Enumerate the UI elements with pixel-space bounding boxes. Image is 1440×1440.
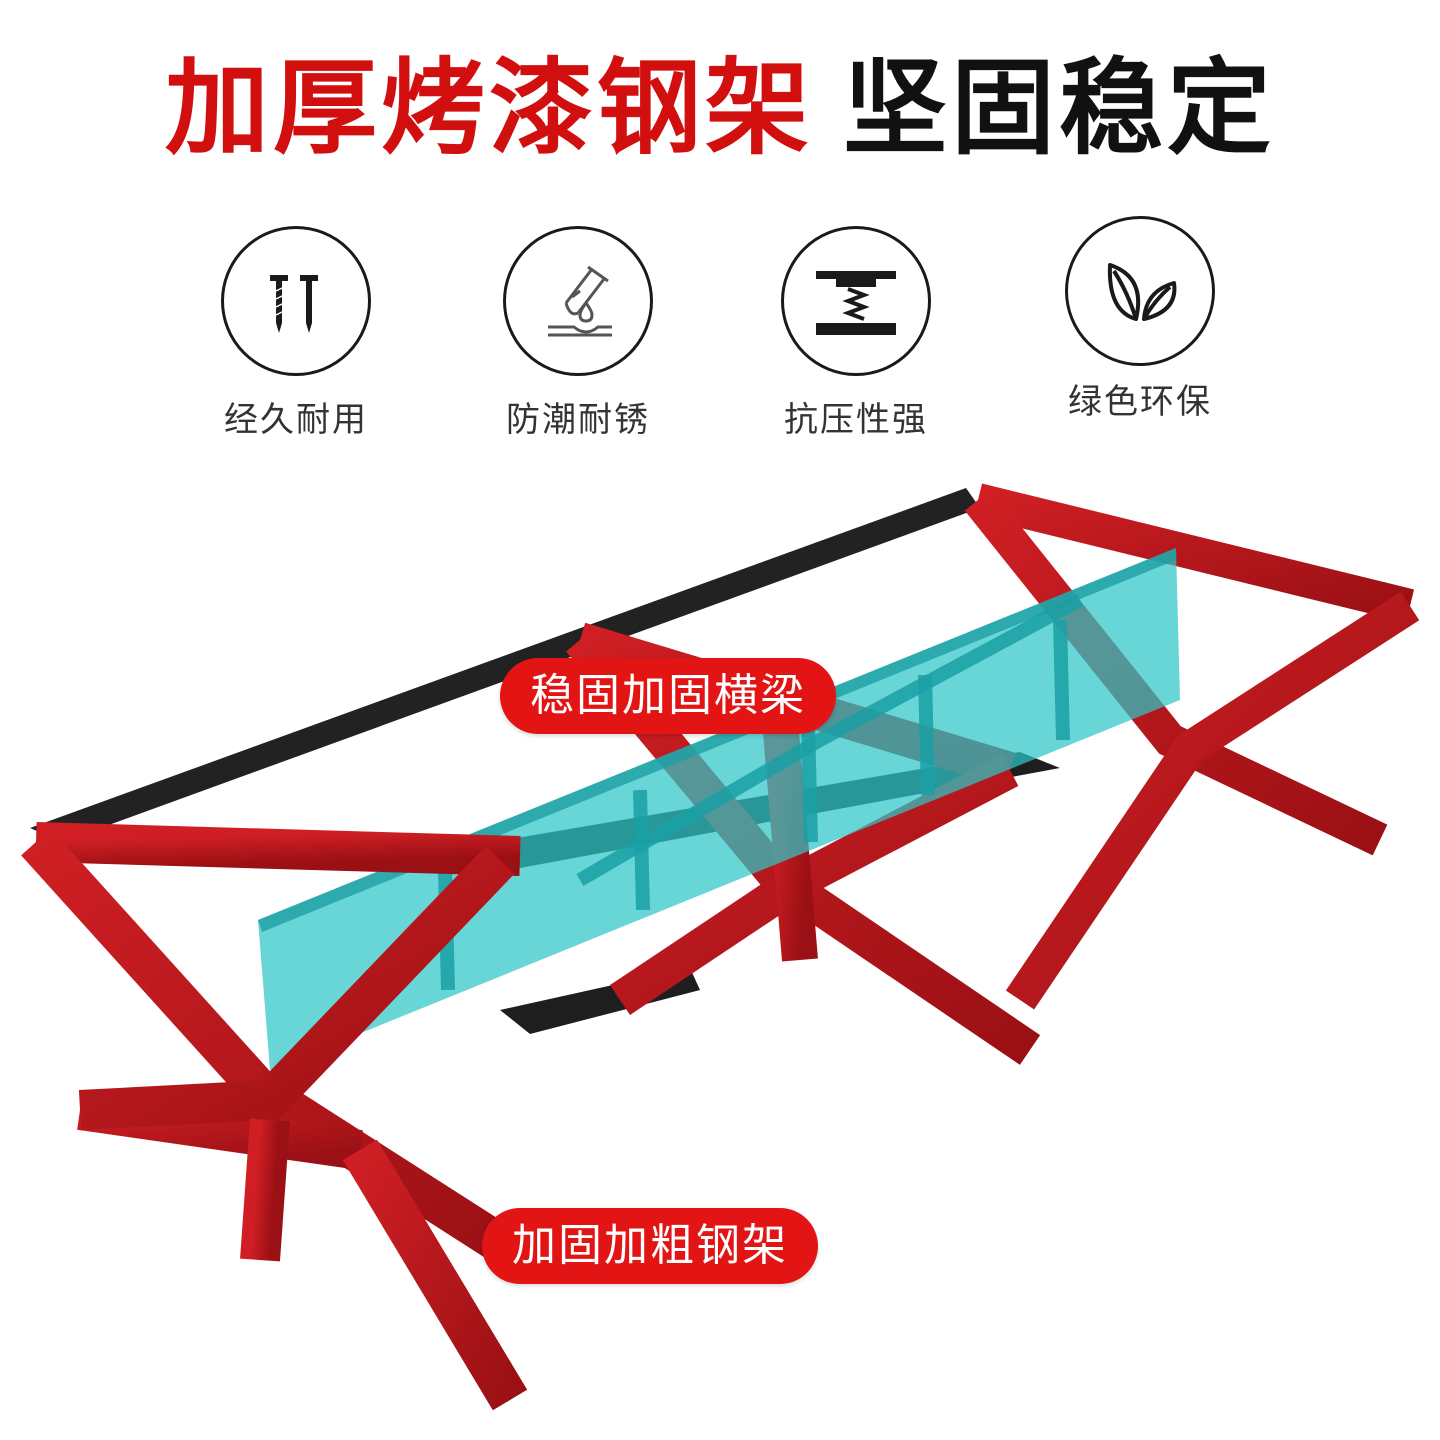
leaves-icon (1065, 216, 1215, 366)
back-top-beam (30, 488, 980, 842)
feature-label: 绿色环保 (1068, 382, 1212, 422)
feature-moisture-proof: 防潮耐锈 (458, 226, 698, 441)
headline-black-text: 坚固稳定 (843, 47, 1276, 169)
front-leg-frame (21, 822, 528, 1411)
feature-label: 防潮耐锈 (506, 400, 650, 440)
screws-icon (221, 226, 371, 376)
callout-reinforced-beam: 稳固加固横梁 (500, 658, 836, 734)
feature-durable: 经久耐用 (176, 226, 416, 441)
feature-label: 经久耐用 (224, 400, 368, 440)
feature-eco-friendly: 绿色环保 (1020, 216, 1260, 423)
feature-pressure-resistant: 抗压性强 (736, 226, 976, 441)
press-spring-icon (781, 226, 931, 376)
feature-label: 抗压性强 (784, 400, 928, 440)
callout-thickened-frame: 加固加粗钢架 (482, 1208, 818, 1284)
test-tube-drop-icon (503, 226, 653, 376)
headline-red-text: 加厚烤漆钢架 (164, 47, 813, 169)
steel-table-frame-illustration (21, 483, 1420, 1411)
headline: 加厚烤漆钢架坚固稳定 (0, 38, 1440, 178)
